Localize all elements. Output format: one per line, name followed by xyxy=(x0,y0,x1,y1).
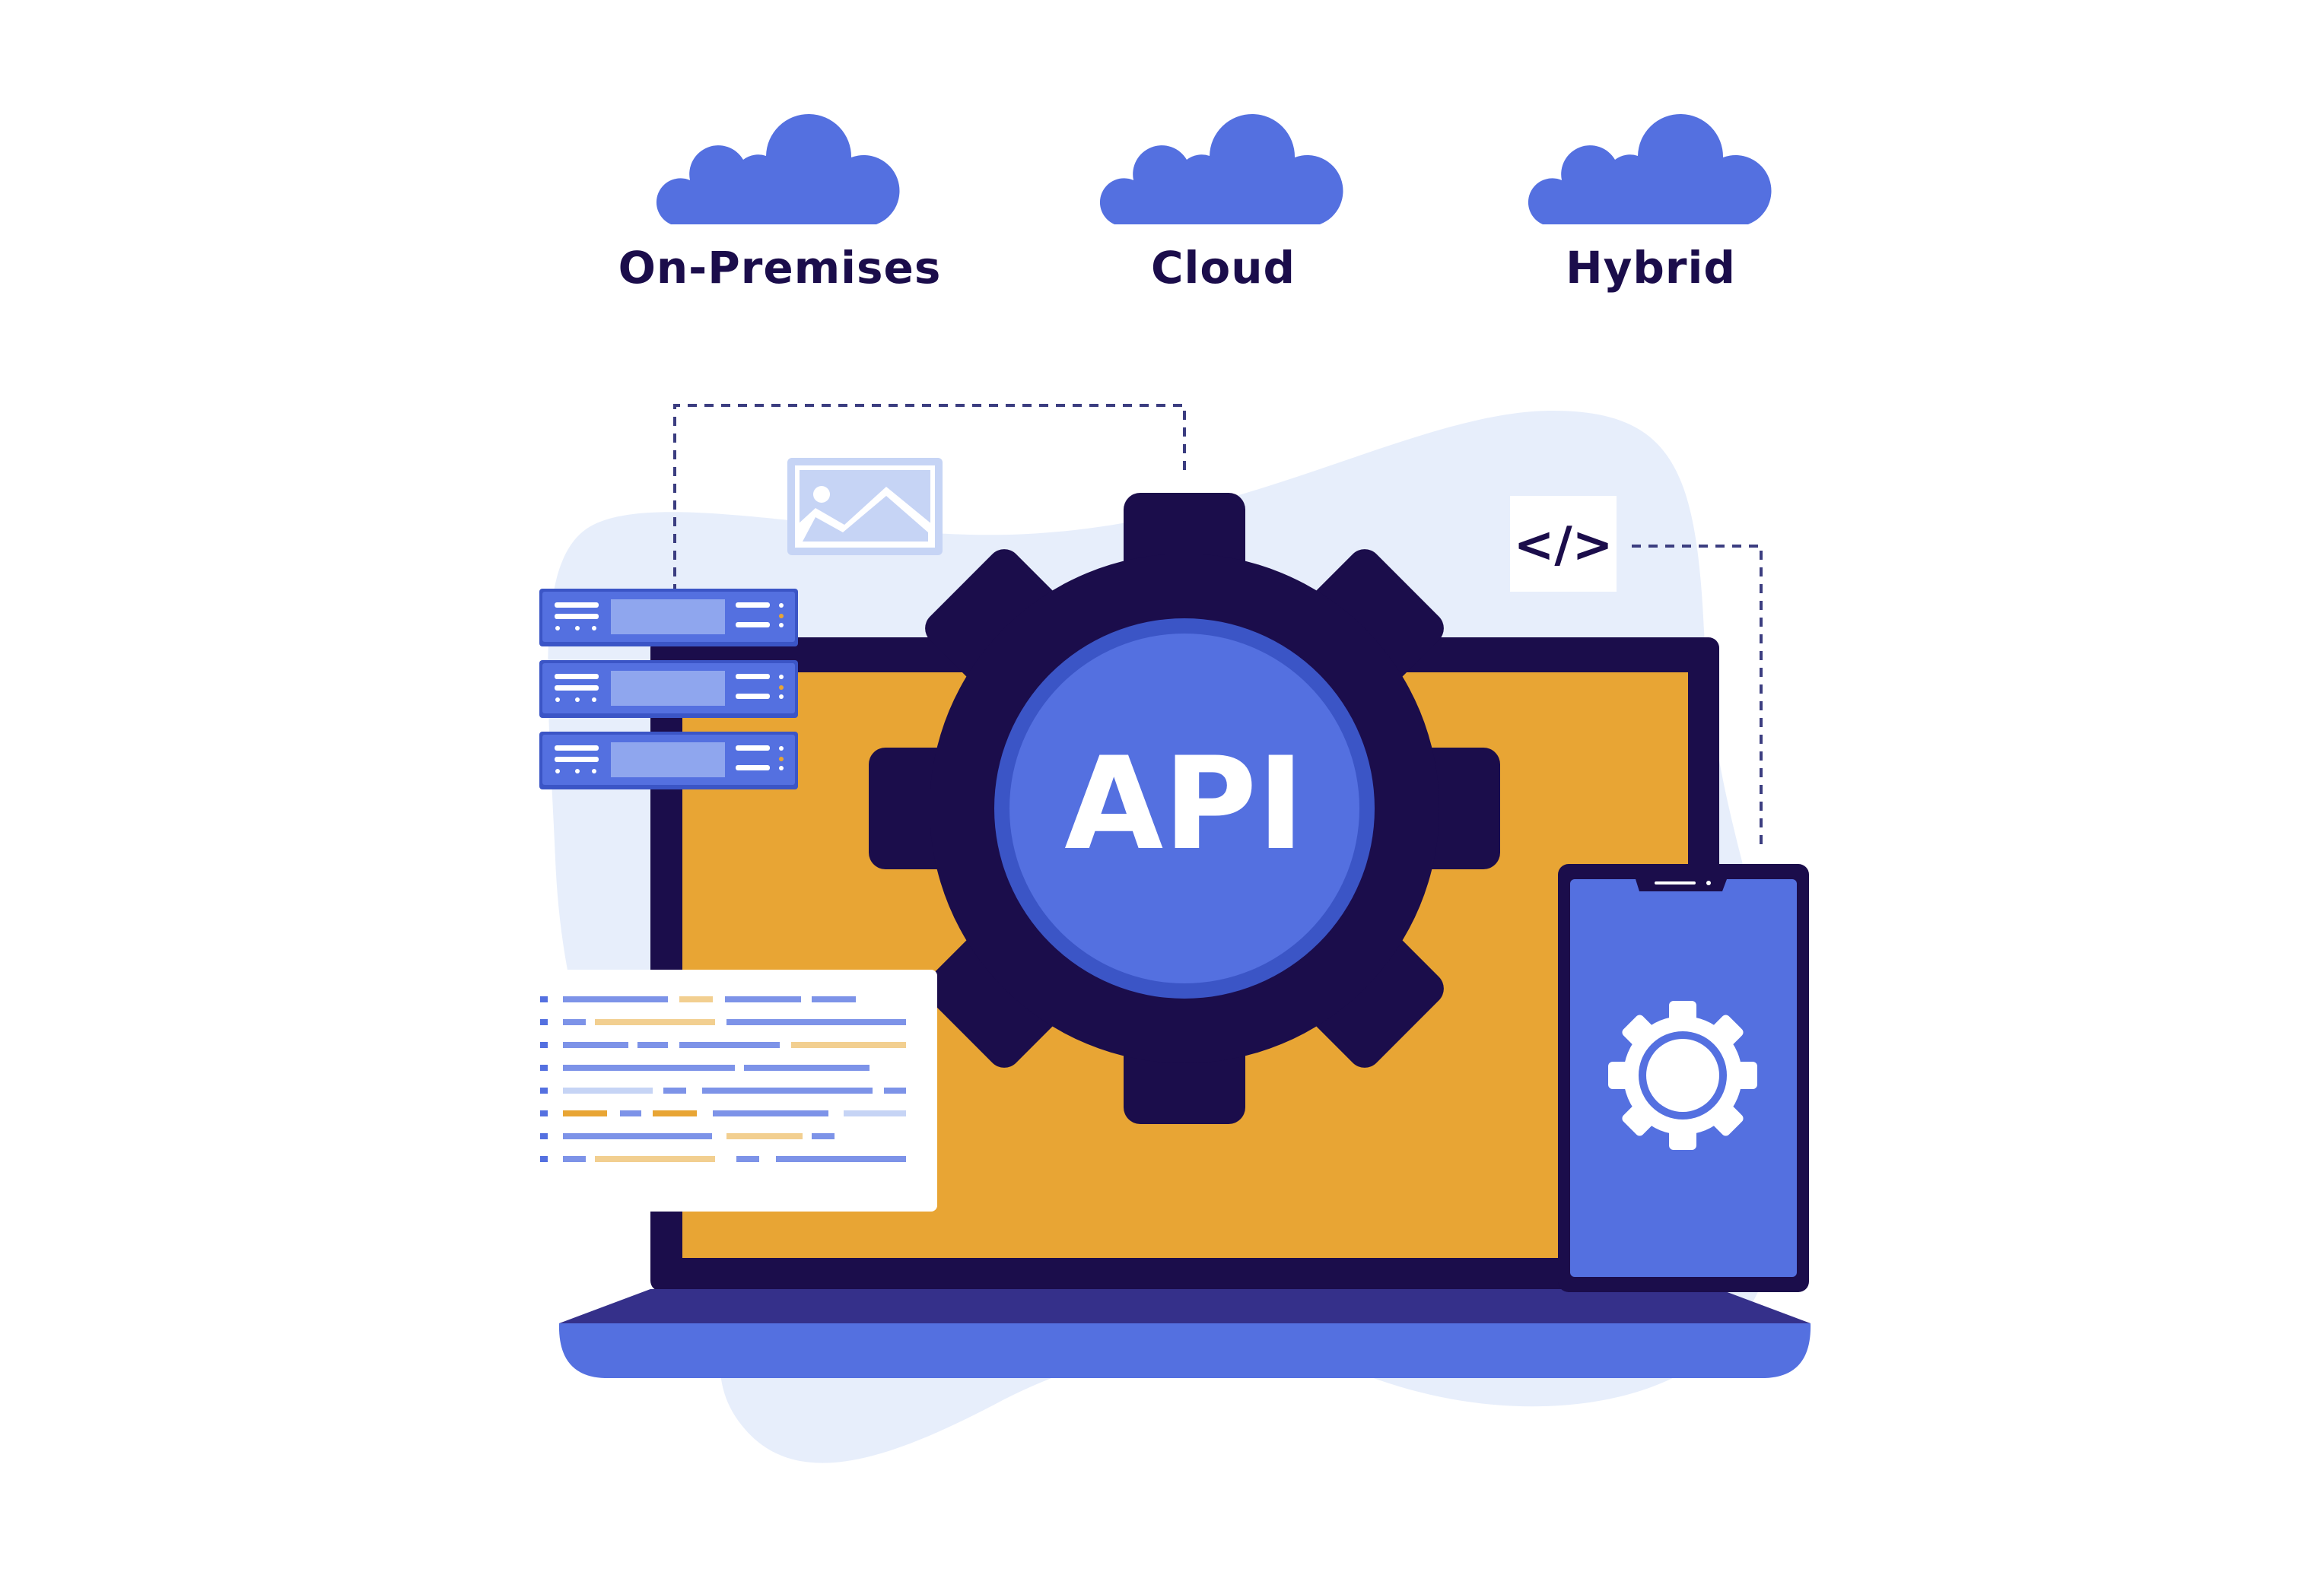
label-hybrid: Hybrid xyxy=(1566,242,1736,294)
settings-gear-icon xyxy=(1608,1001,1757,1150)
code-icon xyxy=(1510,496,1617,592)
laptop-base-bevel xyxy=(559,1289,1811,1323)
server-unit xyxy=(539,732,798,789)
cloud-icon-on-premises xyxy=(656,114,900,224)
code-panel xyxy=(539,970,937,1212)
laptop-base xyxy=(558,1323,1811,1378)
server-unit xyxy=(539,589,798,646)
server-rack-icon xyxy=(539,589,798,789)
image-icon xyxy=(787,458,943,555)
label-on-premises: On-Premises xyxy=(618,242,942,294)
gear-icon xyxy=(869,493,1500,1124)
code-tag-text: </> xyxy=(1514,517,1613,573)
server-unit xyxy=(539,660,798,718)
label-cloud: Cloud xyxy=(1150,242,1296,294)
cloud-icon-cloud xyxy=(1099,114,1343,224)
dashed-connector-left xyxy=(673,404,1186,593)
api-label: API xyxy=(1064,729,1305,878)
cloud-icon-hybrid xyxy=(1528,114,1772,224)
